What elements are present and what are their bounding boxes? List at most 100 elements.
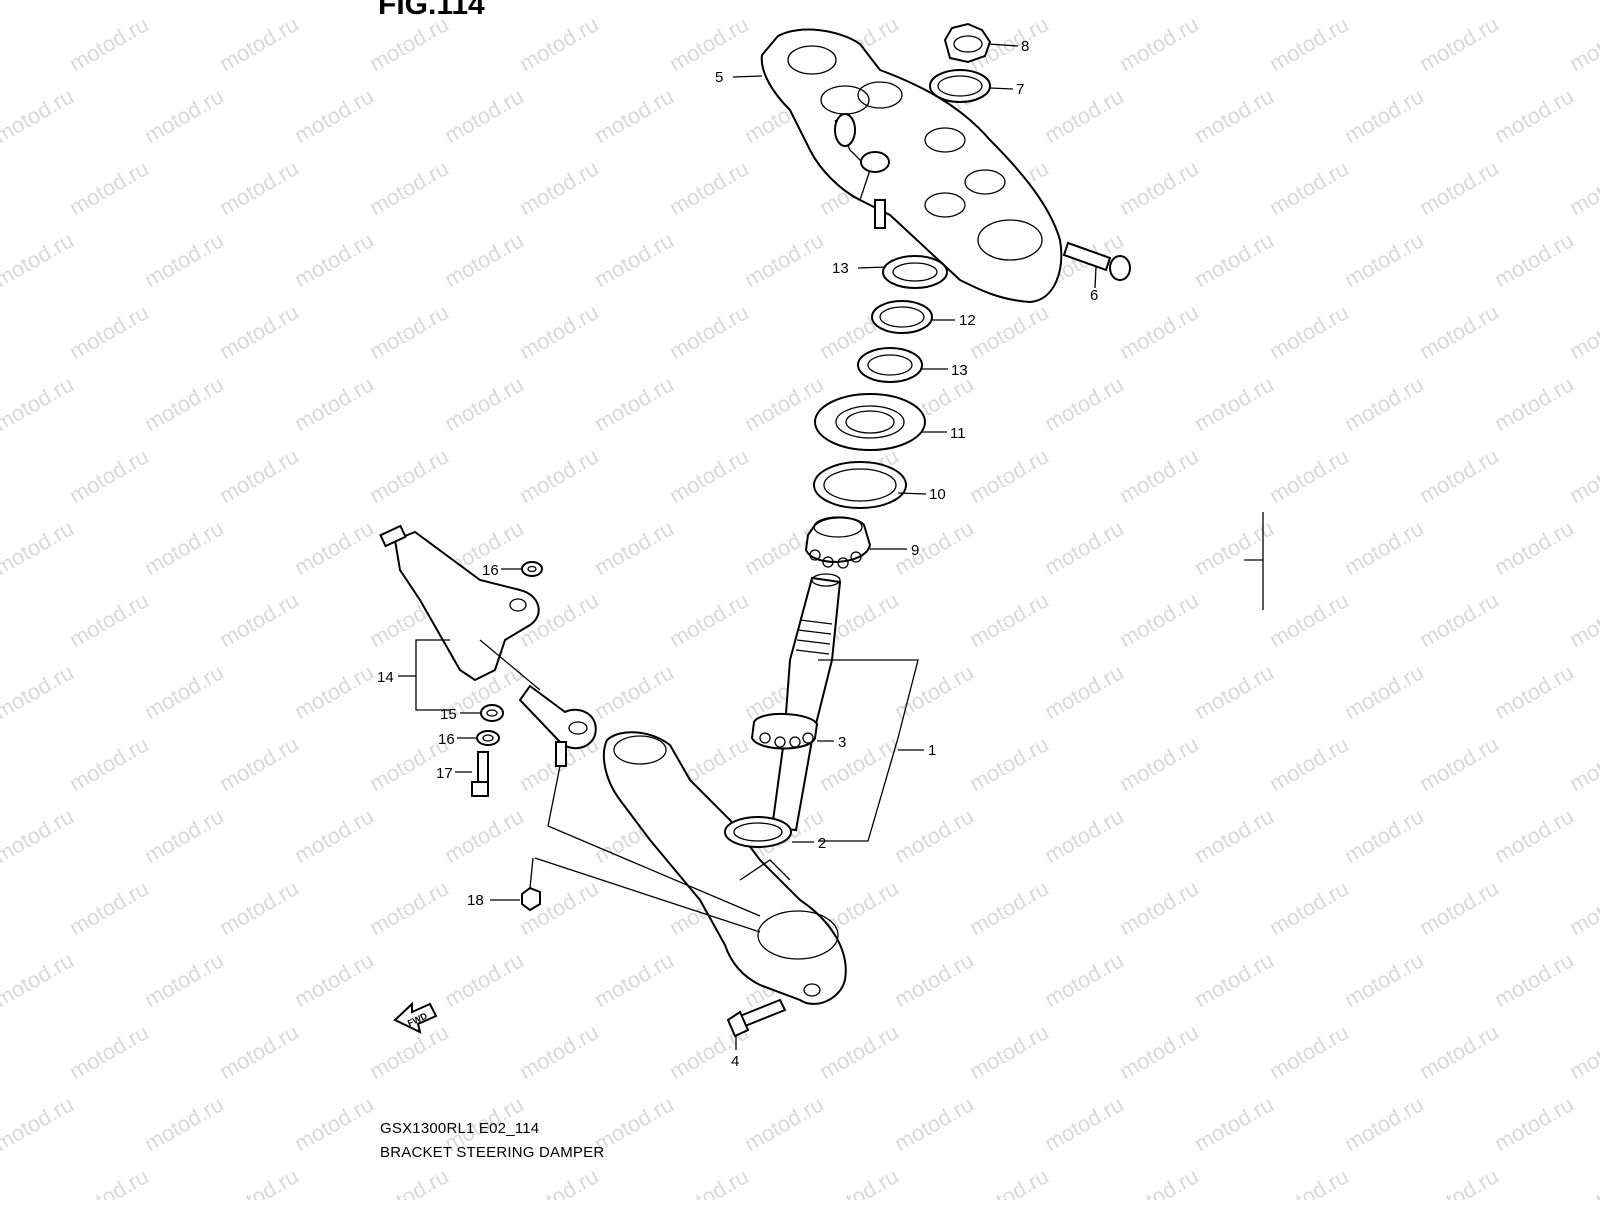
svg-text:9: 9 [911, 542, 919, 559]
callout-11[interactable]: 11 [922, 425, 966, 442]
watermark-text: motod.ru [965, 875, 1053, 940]
watermark-text: motod.ru [1190, 803, 1278, 868]
watermark-text: motod.ru [1040, 515, 1128, 580]
callout-16-lower[interactable]: 16 [438, 731, 477, 748]
bolt-6-part [1062, 241, 1131, 281]
callout-12[interactable]: 12 [932, 312, 976, 329]
washer-12-part [871, 300, 933, 334]
svg-text:13: 13 [951, 362, 968, 379]
callout-3[interactable]: 3 [817, 734, 846, 751]
upper-bracket-part [760, 28, 1063, 304]
watermark-text: motod.ru [290, 515, 378, 580]
callout-14[interactable]: 14 [377, 639, 450, 711]
watermark-text: motod.ru [65, 1163, 153, 1200]
watermark-text: motod.ru [1340, 371, 1428, 436]
diagram-title: BRACKET STEERING DAMPER [380, 1144, 605, 1161]
watermark-text: motod.ru [965, 1163, 1053, 1200]
callout-16-upper[interactable]: 16 [482, 562, 522, 579]
watermark-text: motod.ru [665, 299, 753, 364]
watermark-text: motod.ru [665, 11, 753, 76]
watermark-text: motod.ru [0, 587, 3, 652]
watermark-text: motod.ru [1415, 155, 1503, 220]
watermark-text: motod.ru [365, 299, 453, 364]
svg-text:18: 18 [467, 892, 484, 909]
race-10-part [813, 461, 907, 509]
watermark-text: motod.ru [515, 11, 603, 76]
watermark-text: motod.ru [1190, 371, 1278, 436]
watermark-text: motod.ru [1265, 1163, 1353, 1200]
watermark-text: motod.ru [0, 659, 78, 724]
watermark-text: motod.ru [365, 1163, 453, 1200]
watermark-text: motod.ru [1490, 515, 1578, 580]
watermark-text: motod.ru [0, 11, 3, 76]
watermark-text: motod.ru [1040, 0, 1128, 4]
model-code: GSX1300RL1 E02_114 [380, 1120, 540, 1137]
washer-16a-part [521, 561, 543, 577]
watermark-text: motod.ru [215, 587, 303, 652]
callout-1[interactable]: 1 [818, 659, 936, 842]
svg-text:13: 13 [832, 260, 849, 277]
watermark-text: motod.ru [0, 515, 78, 580]
watermark-text: motod.ru [215, 443, 303, 508]
watermark-text: motod.ru [440, 947, 528, 1012]
watermark-text: motod.ru [1115, 587, 1203, 652]
callout-18[interactable]: 18 [467, 892, 520, 909]
watermark-text: motod.ru [290, 1091, 378, 1156]
watermark-text: motod.ru [590, 947, 678, 1012]
svg-text:8: 8 [1021, 38, 1029, 55]
callout-10[interactable]: 10 [897, 486, 946, 503]
watermark-text: motod.ru [1115, 1019, 1203, 1084]
callout-6[interactable]: 6 [1090, 266, 1098, 304]
callout-4[interactable]: 4 [731, 1036, 739, 1070]
watermark-text: motod.ru [215, 299, 303, 364]
watermark-text: motod.ru [365, 875, 453, 940]
watermark-text: motod.ru [365, 155, 453, 220]
watermark-text: motod.ru [290, 659, 378, 724]
dust-seal-11-part [814, 393, 926, 451]
callout-7[interactable]: 7 [989, 81, 1024, 98]
callout-13-upper[interactable]: 13 [832, 260, 887, 277]
lock-washer-13a-part [882, 255, 948, 289]
watermark-text: motod.ru [0, 83, 78, 148]
watermark-text: motod.ru [1565, 1019, 1600, 1084]
watermark-text: motod.ru [1190, 947, 1278, 1012]
watermark-text: motod.ru [65, 11, 153, 76]
watermark-text: motod.ru [1490, 803, 1578, 868]
washer-7-part [929, 69, 991, 103]
watermark-text: motod.ru [0, 875, 3, 940]
watermark-text: motod.ru [740, 1091, 828, 1156]
watermark-text: motod.ru [65, 443, 153, 508]
callout-5[interactable]: 5 [715, 69, 763, 86]
nut-18-part [521, 886, 541, 912]
watermark-text: motod.ru [440, 83, 528, 148]
watermark-text: motod.ru [890, 947, 978, 1012]
svg-text:14: 14 [377, 669, 394, 686]
watermark-text: motod.ru [1040, 1091, 1128, 1156]
watermark-text: motod.ru [1340, 83, 1428, 148]
callout-9[interactable]: 9 [870, 542, 919, 559]
callout-17[interactable]: 17 [436, 765, 472, 782]
svg-text:17: 17 [436, 765, 453, 782]
watermark-text: motod.ru [1565, 875, 1600, 940]
watermark-text: motod.ru [0, 155, 3, 220]
watermark-text: motod.ru [740, 0, 828, 4]
watermark-text: motod.ru [140, 947, 228, 1012]
watermark-text: motod.ru [965, 443, 1053, 508]
watermark-text: motod.ru [1115, 155, 1203, 220]
watermark-text: motod.ru [215, 1019, 303, 1084]
watermark-text: motod.ru [440, 803, 528, 868]
svg-text:4: 4 [731, 1053, 739, 1070]
watermark-text: motod.ru [290, 0, 378, 4]
watermark-text: motod.ru [1265, 299, 1353, 364]
callout-2[interactable]: 2 [792, 835, 826, 852]
watermark-text: motod.ru [1415, 731, 1503, 796]
watermark-text: motod.ru [1190, 659, 1278, 724]
callout-13-lower[interactable]: 13 [922, 362, 968, 379]
bearing-3-part [750, 712, 819, 750]
callout-15[interactable]: 15 [440, 706, 481, 723]
callout-8[interactable]: 8 [987, 38, 1029, 55]
watermark-text: motod.ru [515, 299, 603, 364]
watermark-text: motod.ru [890, 1091, 978, 1156]
watermark-text: motod.ru [140, 803, 228, 868]
washer-16b-part [476, 730, 500, 746]
